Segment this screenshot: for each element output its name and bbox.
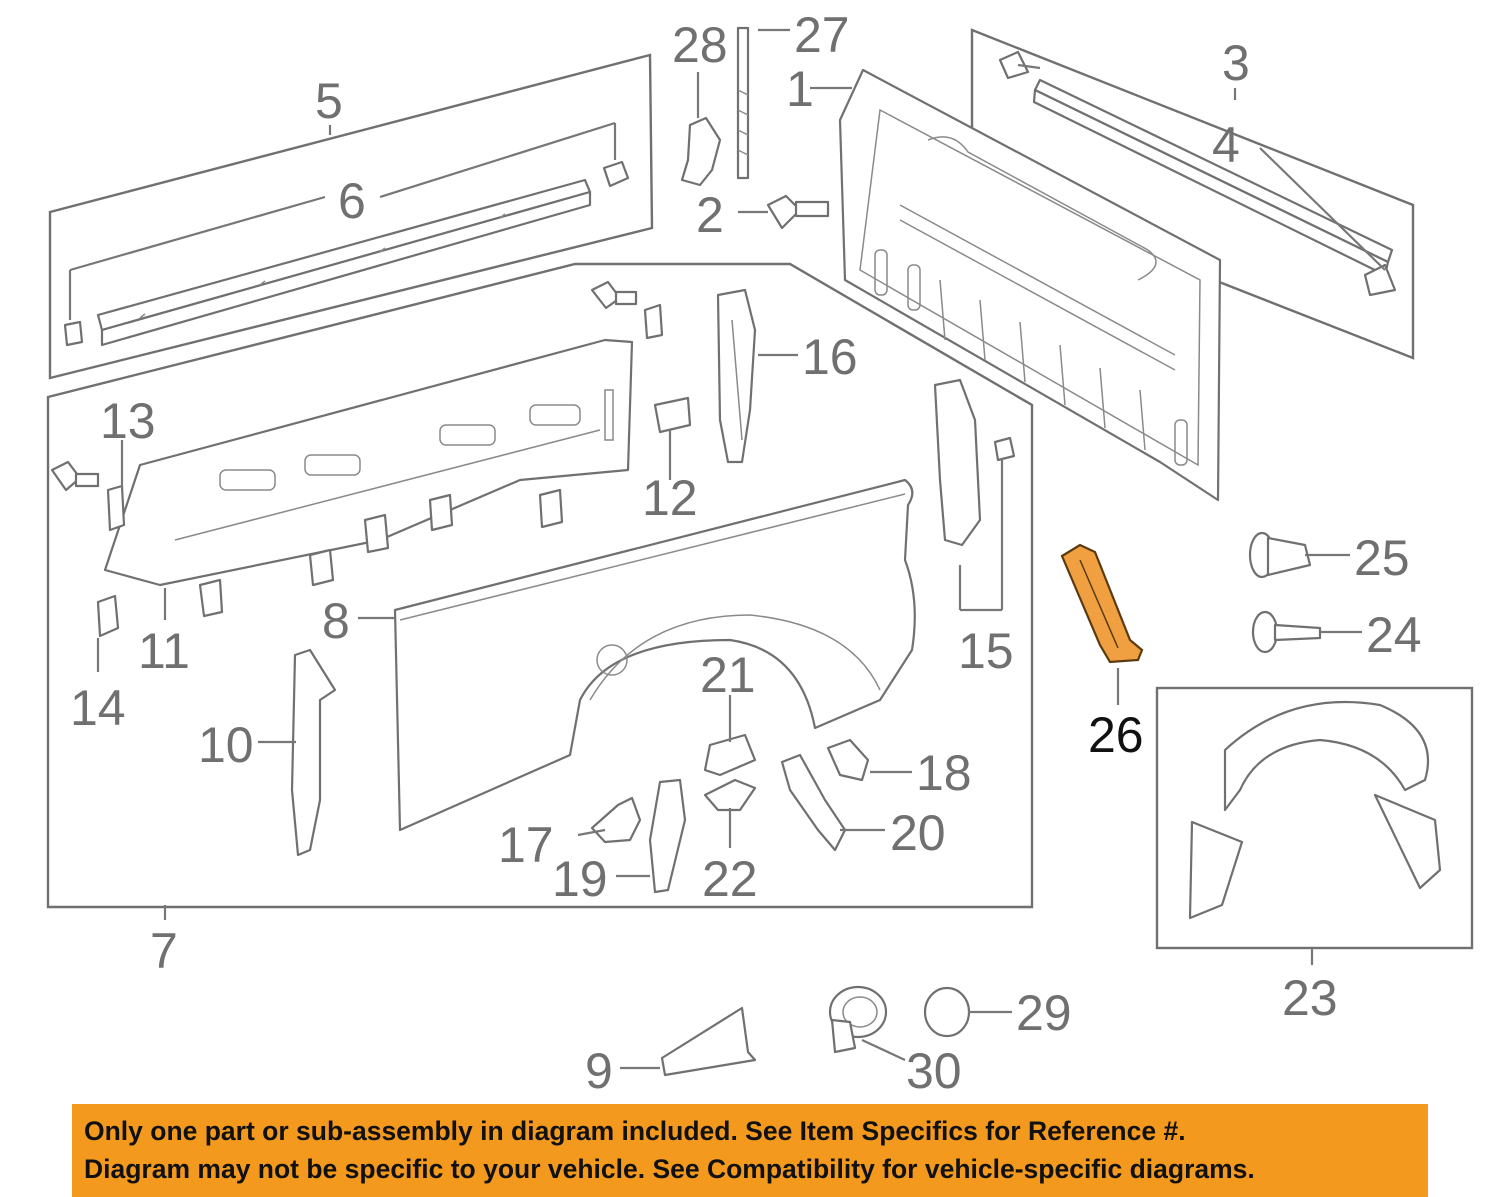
callout-23: 23	[1282, 970, 1338, 1026]
bolt-top-part	[590, 280, 664, 340]
bracket-12-part	[653, 396, 692, 434]
callout-29: 29	[1016, 985, 1072, 1041]
callout-27: 27	[794, 7, 850, 63]
callout-7: 7	[150, 923, 178, 979]
callout-11: 11	[138, 623, 190, 679]
callout-17: 17	[498, 817, 554, 873]
bracket-20-part	[780, 753, 847, 852]
bracket-28-part	[680, 116, 722, 187]
leader-lines	[68, 28, 1386, 1070]
callout-4: 4	[1212, 117, 1240, 173]
push-clip-part	[1248, 531, 1312, 579]
screw-part	[1251, 610, 1322, 654]
crossmember-brace-highlighted	[1060, 543, 1144, 664]
callout-5: 5	[315, 73, 343, 129]
bracket-9-part	[660, 1006, 757, 1077]
callout-2: 2	[696, 187, 724, 243]
bracket-18-part	[826, 738, 870, 782]
bolt-2-part	[766, 194, 830, 230]
callout-13: 13	[100, 393, 156, 449]
callout-6: 6	[338, 173, 366, 229]
group-box-23	[1155, 686, 1474, 950]
bracket-15-part	[933, 378, 1016, 547]
bracket-16-part	[716, 288, 757, 464]
callout-8: 8	[322, 593, 350, 649]
callout-26: 26	[1088, 707, 1144, 763]
front-panel-part	[838, 68, 1222, 502]
callout-25: 25	[1354, 530, 1410, 586]
outer-side-panel-part	[393, 478, 916, 832]
callout-12: 12	[642, 470, 698, 526]
disclaimer-banner: Only one part or sub-assembly in diagram…	[72, 1104, 1428, 1197]
corner-post-part	[290, 648, 337, 857]
clips-row-part	[198, 488, 564, 618]
callout-19: 19	[552, 851, 608, 907]
callout-21: 21	[700, 647, 756, 703]
bracket-17-part	[590, 796, 642, 844]
bracket-21-part	[703, 733, 757, 777]
front-rail-part	[998, 50, 1397, 297]
bracket-22-part	[703, 778, 757, 812]
callout-20: 20	[890, 805, 946, 861]
inner-side-panel-part	[103, 338, 634, 587]
fuel-door-housing-part	[828, 985, 888, 1054]
bolt-13-part	[50, 460, 126, 532]
callout-18: 18	[916, 745, 972, 801]
callout-24: 24	[1366, 607, 1422, 663]
callout-15: 15	[958, 623, 1014, 679]
group-box-7	[46, 262, 1034, 909]
side-rail-part	[63, 160, 630, 347]
callout-1: 1	[786, 61, 814, 117]
callout-16: 16	[802, 329, 858, 385]
clip-14-part	[96, 594, 120, 638]
callout-22: 22	[702, 851, 758, 907]
disclaimer-line-2: Diagram may not be specific to your vehi…	[84, 1154, 1255, 1184]
callout-3: 3	[1222, 35, 1250, 91]
callout-28: 28	[672, 17, 728, 73]
callout-30: 30	[906, 1043, 962, 1099]
group-box-5	[48, 53, 654, 380]
callout-10: 10	[198, 717, 254, 773]
stud-part	[736, 26, 750, 180]
callout-9: 9	[585, 1043, 613, 1099]
fuel-door-part	[923, 986, 971, 1038]
bracket-19-part	[648, 778, 687, 894]
disclaimer-line-1: Only one part or sub-assembly in diagram…	[84, 1116, 1186, 1146]
wheelhouse-liner-part	[1188, 700, 1442, 920]
callout-14: 14	[70, 680, 126, 736]
callout-numbers: 1 2 3 4 5 6 7 8 9 10 11 12 13 14 15 16 1…	[70, 7, 1422, 1099]
